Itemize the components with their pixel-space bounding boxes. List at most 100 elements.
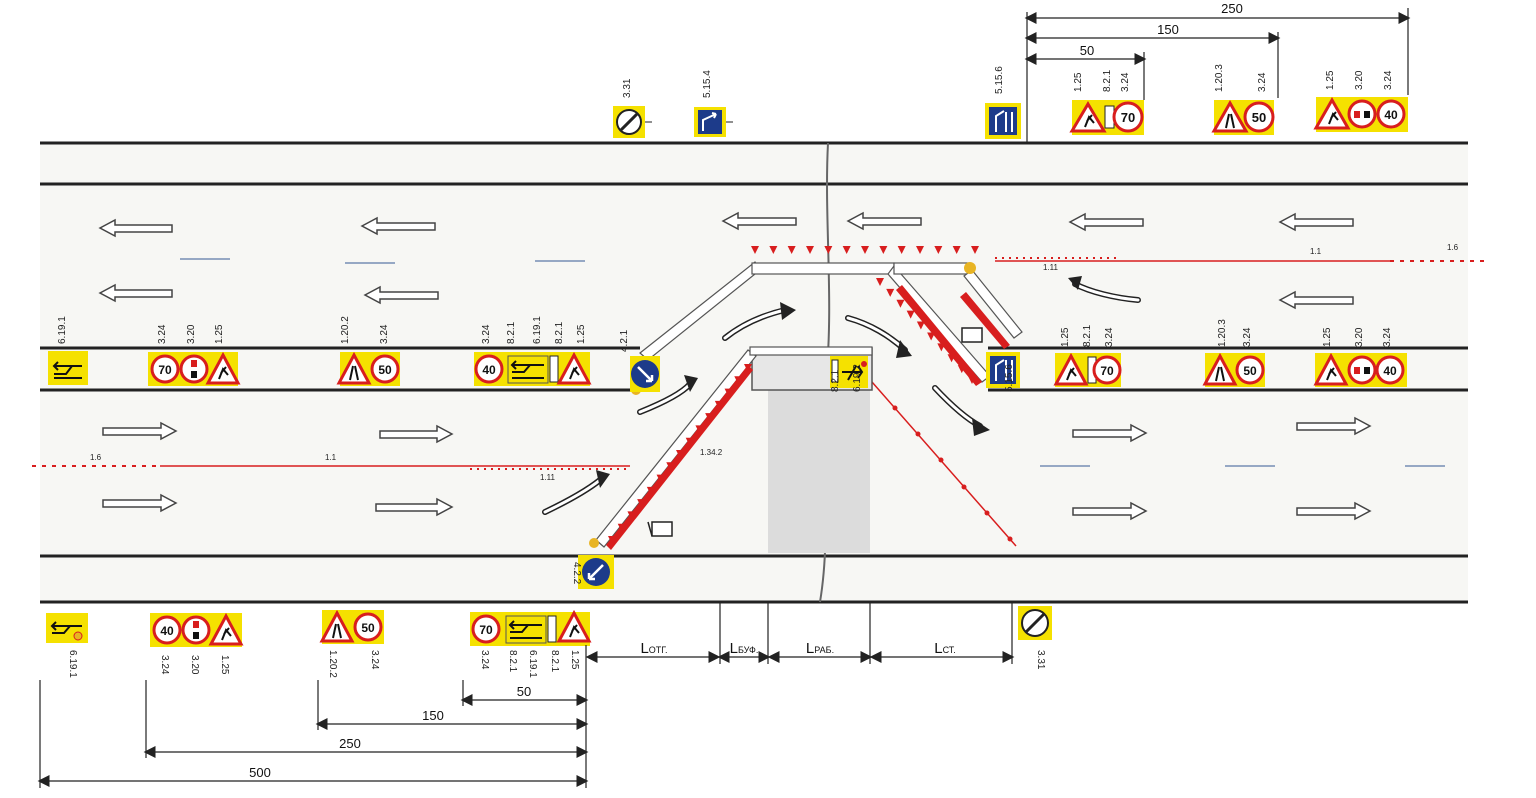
sign-code-label: 3.24 [157,324,168,344]
traffic-cone [879,246,888,254]
sign-code-label: 1.25 [1073,72,1084,92]
sign-code-label: 1.25 [569,650,580,670]
detour-arrow-heads [596,276,1082,488]
sign-code-label: 3.24 [379,324,390,344]
detour-head [1068,276,1082,290]
lane-arrow-right [102,421,178,441]
speed-limit-sign [1243,101,1275,133]
no-overtaking-sign [1347,355,1377,385]
barrier-right-outer [963,269,1023,339]
sign-code-label: 1.20.3 [1217,319,1228,347]
dimensions-top [1024,8,1411,143]
speed-value: 40 [482,363,496,377]
speed-limit-sign [471,614,501,644]
zone-main: L [934,640,942,657]
detour-scheme-symbol [508,620,542,639]
zone-lotg-label: LОТГ. [640,640,667,657]
car-red [193,621,199,628]
traffic-cone [824,246,833,254]
traffic-cone [705,413,714,422]
lane-arrow-right [1072,423,1148,443]
speed-value: 70 [158,363,172,377]
marking-label: 1.1 [1310,247,1322,256]
sign-code-label: 8.2.1 [554,321,565,344]
detour-arrow-inner [543,478,602,514]
keep-right-arrow [637,366,654,383]
traffic-cone [714,400,723,409]
detour-arrow-inner [1073,282,1140,302]
sign-code-label: 3.20 [186,324,197,344]
zone-sub: СТ. [943,645,956,655]
detour-head [972,418,990,436]
lane-arrow-left [98,283,173,303]
sign-code-label: 1.25 [1060,327,1071,347]
signs-bottom-roadside: 40 50 70 [46,555,1052,647]
distance-plate [547,615,557,643]
marking-label: 1.1 [325,453,337,462]
speed-limit-sign [1235,355,1265,385]
sign-code-label: 3.24 [479,650,490,670]
taper-dots [892,405,1013,542]
sign-code-label: 1.25 [576,324,587,344]
traffic-cone [886,288,895,297]
roadworks-figure [218,366,229,380]
detour-head [596,470,610,488]
road-narrows-symbol [332,623,342,639]
roadworks-figure [1066,367,1077,381]
dim-label-150-top: 150 [1157,22,1179,37]
sign-code-label: 8.2.1 [1102,69,1113,92]
lane-arrow-right [102,493,178,513]
dimensions-bottom [37,602,1015,788]
sign-code-label: 4.2.1 [619,329,630,352]
sign-code-label: 3.31 [1035,650,1046,670]
car-black [1364,111,1370,118]
sign-code-label: 3.24 [1382,327,1393,347]
warning-lamp [964,262,976,274]
zone-sub: БУФ. [738,645,758,655]
traffic-cone [897,246,906,254]
sign-code-label: 8.2.1 [507,650,518,673]
road-narrows-sign [336,351,372,385]
car-black [1364,367,1370,374]
traffic-cone [952,246,961,254]
taper-dot [892,405,898,411]
lane-arrow-left [1278,290,1354,310]
zone-labels: LОТГ. LБУФ. LРАБ. LСТ. [640,640,955,657]
traffic-cone [734,376,743,385]
distance-plate [831,359,839,383]
traffic-cone [751,246,759,254]
lane-arrow-right [1296,416,1372,436]
keep-right-arrow [587,564,604,581]
speed-value: 40 [1384,108,1398,122]
traffic-cone [934,246,943,254]
road-edges [40,141,1468,604]
speed-limit-sign [353,612,383,642]
detour-head [684,375,698,392]
work-zone [768,390,870,553]
distance-plate [549,355,559,383]
lane-arrow-left [1278,212,1354,232]
lane-arrow-right [1296,501,1372,521]
sign-code-label: 4.2.2 [571,562,582,585]
zone-main: L [640,640,648,657]
speed-value: 70 [479,623,493,637]
lane-dashes [180,258,1445,467]
sign-trailer-bar [647,521,653,537]
sign-code-label: 6.19.1 [67,650,78,678]
traffic-cone [744,364,752,372]
sign-code-label: 8.2.1 [506,321,517,344]
traffic-cone [842,246,851,254]
lane-end-arrows [995,110,1013,132]
traffic-cone [861,246,869,254]
sign-code-label: 1.20.2 [327,650,338,678]
lane-arrow-right [1072,501,1148,521]
dimension-labels: 250 150 50 50 150 250 500 [249,1,1243,780]
zone-main: L [730,640,738,657]
no-overtaking-sign [1347,99,1377,129]
sign-code-label: 1.25 [214,324,225,344]
barrier-right-top [893,262,970,275]
sign-code-label: 8.2.1 [1082,324,1093,347]
barrier-lower-horizontal [749,346,873,356]
traffic-cone [896,299,905,308]
detour-scheme-symbol [50,621,82,634]
